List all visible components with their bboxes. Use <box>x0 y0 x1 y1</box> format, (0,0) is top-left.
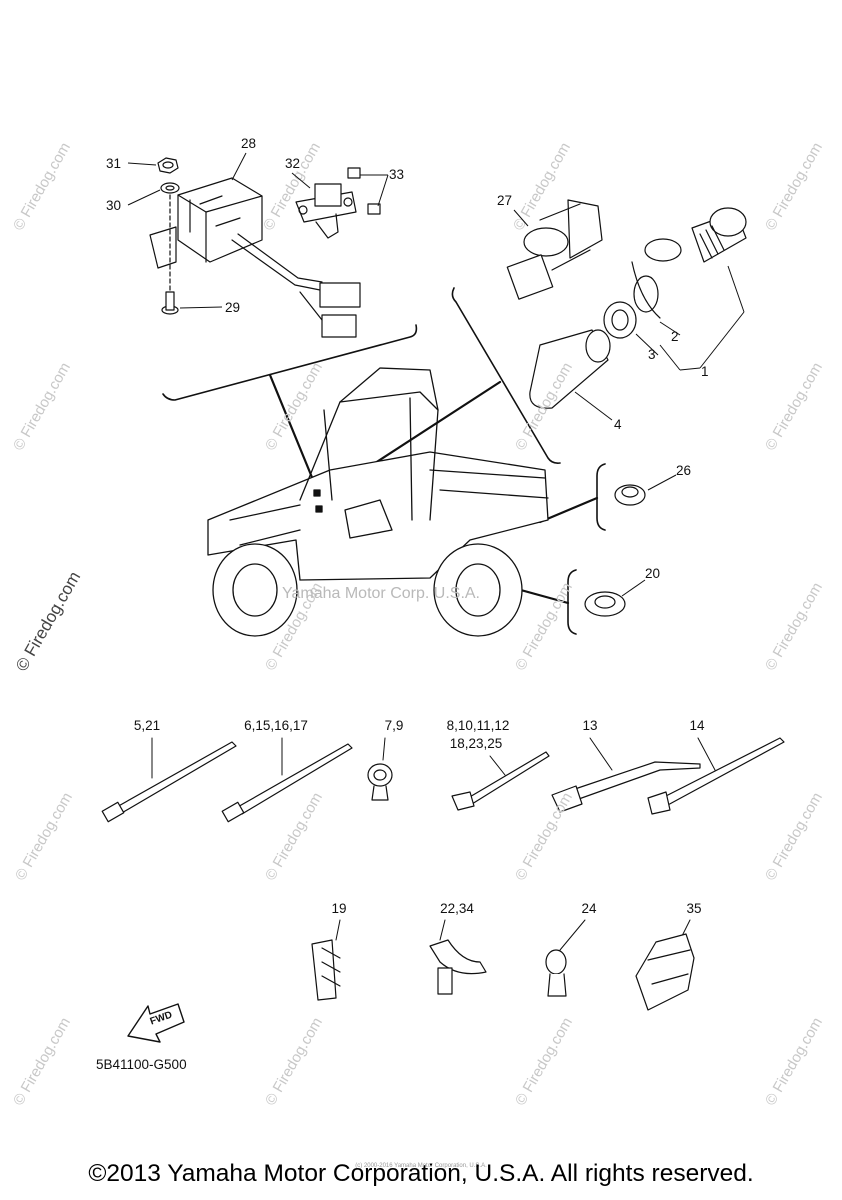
label-27: 27 <box>497 193 513 208</box>
switch-27 <box>506 199 603 300</box>
bolt-33 <box>347 167 381 215</box>
bolt-29 <box>161 291 179 315</box>
callout-bracket-grommet-20 <box>567 569 577 635</box>
nut-31 <box>157 157 179 174</box>
footer-smallprint: (c) 2000-2016 Yamaha Motor Corporation, … <box>355 1163 487 1169</box>
clamp-19 <box>311 919 341 1001</box>
label-8-10-11-12: 8,10,11,12 <box>446 718 510 733</box>
washer-30 <box>160 182 180 194</box>
cable-tie-8-10-11-12 <box>451 751 550 811</box>
label-5-21: 5,21 <box>133 718 161 733</box>
label-1: 1 <box>701 364 709 379</box>
callout-bracket-socket <box>451 287 561 464</box>
socket-1 <box>691 207 747 263</box>
clamp-35 <box>635 919 695 1011</box>
cover-4 <box>529 329 611 409</box>
cable-tie-6-15-16-17 <box>221 737 353 823</box>
side-by-side-vehicle <box>207 367 549 637</box>
clamp-24 <box>545 919 586 997</box>
center-watermark: Yamaha Motor Corp. U.S.A. <box>282 585 480 602</box>
label-33: 33 <box>389 167 405 182</box>
diagram-code: 5B41100-G500 <box>96 1057 187 1072</box>
label-13: 13 <box>582 718 598 733</box>
label-19: 19 <box>331 901 347 916</box>
nut-3 <box>603 301 637 339</box>
fwd-arrow-icon <box>127 1003 185 1043</box>
label-14: 14 <box>689 718 705 733</box>
sensor-32 <box>295 183 357 239</box>
label-32: 32 <box>285 156 301 171</box>
label-30: 30 <box>106 198 122 213</box>
cable-tie-13 <box>551 737 701 813</box>
label-2: 2 <box>671 329 679 344</box>
label-22-34: 22,34 <box>440 901 474 916</box>
clip-7-9 <box>367 737 393 801</box>
label-4: 4 <box>614 417 622 432</box>
label-20: 20 <box>645 566 661 581</box>
clamp-22-34 <box>429 919 487 995</box>
footer-copyright: ©2013 Yamaha Motor Corporation, U.S.A. A… <box>88 1160 754 1187</box>
label-29: 29 <box>225 300 241 315</box>
grommet-26 <box>614 484 646 506</box>
callout-bracket-grommet-26 <box>596 463 606 531</box>
callout-bracket-relay <box>162 324 418 401</box>
cap-2 <box>631 238 682 319</box>
label-26: 26 <box>676 463 692 478</box>
grommet-20 <box>584 591 626 617</box>
label-6-15-16-17: 6,15,16,17 <box>244 718 308 733</box>
label-24: 24 <box>581 901 597 916</box>
label-18-23-25: 18,23,25 <box>449 736 503 751</box>
cable-tie-14 <box>647 737 785 815</box>
label-3: 3 <box>648 347 656 362</box>
label-31: 31 <box>106 156 122 171</box>
cable-tie-5-21 <box>101 737 237 823</box>
label-7-9: 7,9 <box>384 718 404 733</box>
label-28: 28 <box>241 136 257 151</box>
label-35: 35 <box>686 901 702 916</box>
